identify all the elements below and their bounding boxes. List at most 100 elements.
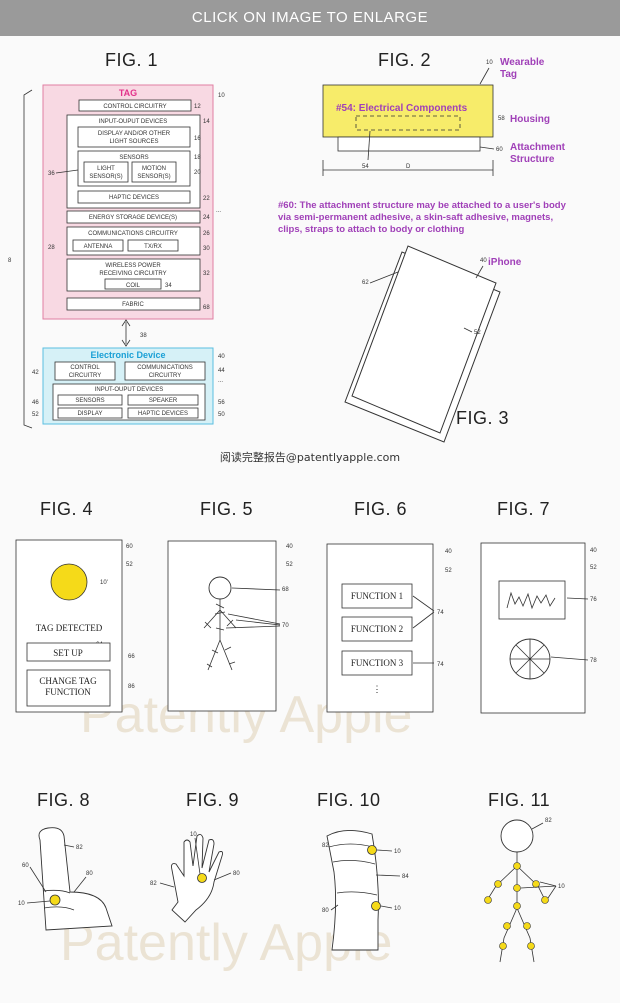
ref-label: 40 (286, 544, 293, 550)
figure-head (500, 819, 534, 853)
ref-label: 46 (32, 400, 39, 406)
leader-line (63, 844, 75, 848)
dev-sensors-box (57, 394, 123, 406)
ref-label: 56 (218, 400, 225, 406)
fig7-title: FIG. 7 (497, 499, 550, 519)
energy-box (66, 210, 201, 224)
control-circuitry-label: CONTROL CIRCUITRY (103, 104, 166, 110)
ref-label: 42 (32, 370, 39, 376)
haptic-box (77, 190, 191, 204)
leader-line (375, 874, 401, 877)
ref-label: 32 (203, 271, 210, 277)
tag-dots (484, 862, 549, 950)
dev-io-label: INPUT-OUPUT DEVICES (95, 387, 164, 393)
leader-line (531, 822, 544, 830)
leader-line (463, 327, 473, 333)
ref-label: 82 (150, 881, 157, 887)
function-1-button[interactable] (341, 583, 413, 609)
function-3-label: FUNCTION 3 (351, 658, 404, 668)
ref-label: 52 (590, 565, 597, 571)
display-box (77, 126, 191, 148)
dev-speaker-label: SPEAKER (149, 398, 178, 404)
tag-indicator-circle (50, 563, 88, 601)
ref-label: 28 (48, 245, 55, 251)
tag-detected-text: TAG DETECTED (36, 623, 103, 633)
fabric-box (66, 297, 201, 311)
ref-label: 12 (194, 104, 201, 110)
fig9-title: FIG. 9 (186, 790, 239, 810)
coil-box (104, 278, 162, 290)
energy-label: ENERGY STORAGE DEVICE(S) (89, 215, 177, 221)
ref-label: 82 (322, 843, 329, 849)
ref-label: 10 (394, 906, 401, 912)
leader-line (26, 900, 51, 904)
ref-label: 60 (496, 147, 503, 153)
tag-dot (367, 845, 377, 855)
display-label: DISPLAY AND/OR OTHER (98, 131, 171, 137)
ref-label: 44 (218, 368, 225, 374)
dev-speaker-box (127, 394, 199, 406)
dev-haptic-label: HAPTIC DEVICES (138, 411, 188, 417)
leader-line (55, 169, 79, 174)
ref-label: 76 (590, 597, 597, 603)
ref-label: 10 (486, 60, 493, 66)
ref-label: 60 (22, 863, 29, 869)
leader-line (29, 866, 47, 893)
more-dots: ... (216, 208, 221, 214)
leader-lines (520, 881, 557, 899)
light-sensor-box (83, 161, 129, 183)
coil-label: COIL (126, 283, 141, 289)
dev-sensors-label: SENSORS (75, 398, 104, 404)
display-label: LIGHT SOURCES (110, 139, 159, 145)
ref-label: 40 (590, 548, 597, 554)
leader-line (479, 67, 490, 85)
attachment-note: #60: The attachment structure may be att… (278, 200, 567, 211)
glove-hand (171, 833, 224, 923)
fig2-title: FIG. 2 (378, 50, 431, 70)
fig4-diagram: 60 52 10' TAG DETECTED 64 SET UP 66 CHAN… (15, 539, 135, 713)
dev-comms-label: COMMUNICATIONS (137, 365, 193, 371)
leader-line (566, 597, 589, 600)
ref-label: 52 (445, 568, 452, 574)
wearable-tag-label: Tag (500, 69, 517, 80)
change-tag-label: CHANGE TAG (39, 676, 97, 686)
attachment-note: clips, straps to attach to body or cloth… (278, 224, 465, 235)
tag-dot (371, 901, 381, 911)
change-tag-function-button[interactable] (26, 669, 111, 707)
leader-line (475, 265, 484, 279)
fig5-title: FIG. 5 (200, 499, 253, 519)
ref-label: 40 (480, 258, 487, 264)
ref-label: 70 (282, 623, 289, 629)
ref-label: 74 (437, 610, 444, 616)
ref-label: 40 (445, 549, 452, 555)
tag-dot (197, 873, 207, 883)
leader-line (479, 146, 495, 150)
dev-comms-box (124, 361, 206, 381)
dev-display-label: DISPLAY (78, 411, 103, 417)
function-2-button[interactable] (341, 616, 413, 642)
ref-label: 68 (282, 587, 289, 593)
leader-line (73, 876, 87, 893)
enlarge-banner[interactable]: CLICK ON IMAGE TO ENLARGE (0, 0, 620, 36)
light-sensor-label: SENSOR(S) (89, 174, 122, 180)
leader-lines (412, 595, 435, 629)
ref-label: 16 (194, 136, 201, 142)
leader-line (367, 130, 371, 161)
ref-label: 10 (18, 901, 25, 907)
function-3-button[interactable] (341, 650, 413, 676)
ref-label: 82 (545, 818, 552, 824)
link-arrows (121, 319, 131, 347)
more-dots: ... (218, 378, 223, 384)
setup-button[interactable] (26, 642, 111, 662)
leader-line (330, 904, 339, 911)
fig6-title: FIG. 6 (354, 499, 407, 519)
ref-label: 26 (203, 231, 210, 237)
function-2-label: FUNCTION 2 (351, 624, 403, 634)
attachment-label: Structure (510, 154, 555, 165)
txrx-box (127, 239, 179, 252)
ref-label: 18 (194, 155, 201, 161)
fig6-diagram: 40 52 FUNCTION 1 FUNCTION 2 FUNCTION 3 ⋮… (326, 543, 452, 713)
tag-dot (49, 894, 61, 906)
components-dashed-box (355, 115, 461, 131)
wireless-label: WIRELESS POWER (105, 263, 161, 269)
